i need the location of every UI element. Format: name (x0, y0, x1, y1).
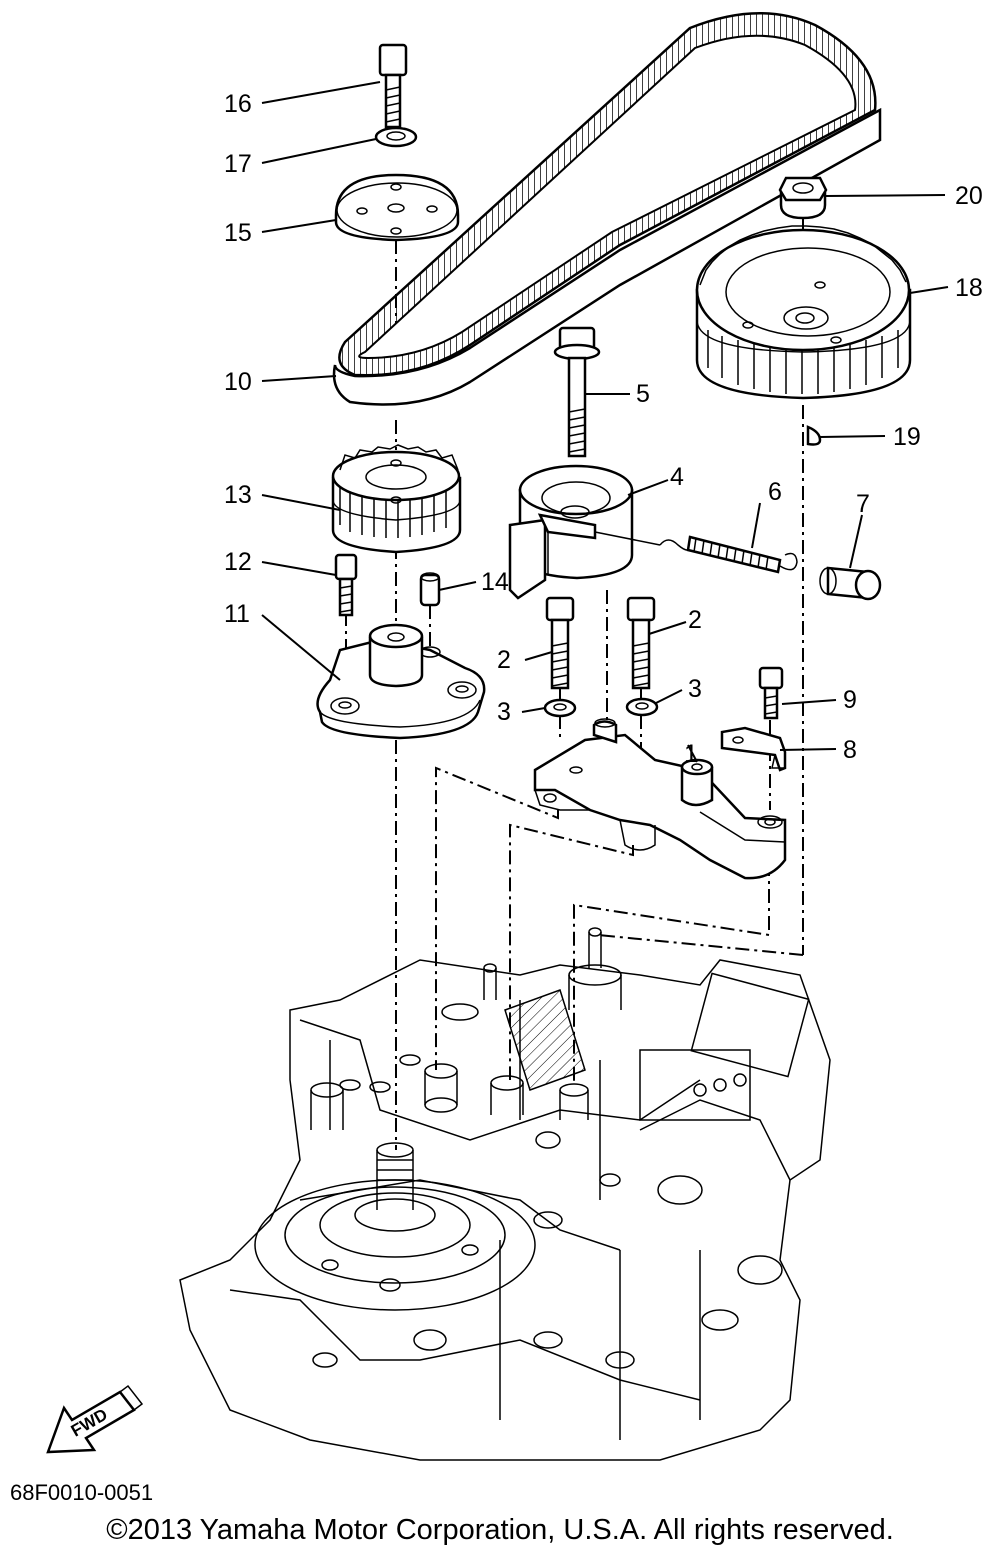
callout-10: 10 (224, 368, 252, 396)
callout-13: 13 (224, 481, 252, 509)
engine-block (179, 927, 831, 1461)
callout-5: 5 (636, 380, 650, 408)
nut-20 (778, 176, 828, 220)
callout-12: 12 (224, 548, 252, 576)
bolt-16 (378, 43, 408, 129)
bolt-9 (758, 666, 784, 720)
callout-labels: 1 2 2 3 3 4 5 6 7 8 9 10 11 12 13 14 15 … (224, 90, 983, 768)
callout-14: 14 (481, 568, 509, 596)
callout-11: 11 (224, 600, 250, 628)
pulley-18 (695, 225, 912, 400)
callout-3-right: 3 (688, 675, 702, 703)
washer-3-right (625, 697, 659, 717)
callout-2-left: 2 (497, 646, 511, 674)
callout-17: 17 (224, 150, 252, 178)
pin-14 (419, 572, 441, 607)
fwd-arrow: FWD (46, 1384, 144, 1454)
washer-17 (374, 126, 418, 148)
callout-16: 16 (224, 90, 252, 118)
callout-18: 18 (955, 274, 983, 302)
bolt-5 (553, 326, 601, 458)
crankshaft-end (254, 1142, 536, 1311)
callout-4: 4 (670, 463, 684, 491)
callout-19: 19 (893, 423, 921, 451)
pulley-13 (331, 444, 462, 554)
housing-11 (316, 623, 486, 740)
plate-8 (720, 726, 787, 772)
callout-7: 7 (856, 490, 870, 518)
callout-1: 1 (684, 740, 698, 768)
callout-6: 6 (768, 478, 782, 506)
bolt-2-left (545, 596, 575, 690)
callout-8: 8 (843, 736, 857, 764)
spring-6 (594, 531, 798, 574)
plate-15 (334, 173, 460, 242)
washer-3-left (543, 698, 577, 718)
key-19 (806, 425, 822, 446)
leader-lines (261, 81, 949, 763)
document-code: 68F0010-0051 (10, 1480, 154, 1505)
callout-15: 15 (224, 219, 252, 247)
bolt-2-right (626, 596, 656, 690)
timing-belt (332, 12, 882, 406)
bracket-1 (533, 718, 787, 880)
callout-3-left: 3 (497, 698, 511, 726)
bolt-12 (334, 553, 358, 617)
collar-7 (819, 566, 882, 601)
callout-20: 20 (955, 182, 983, 210)
callout-2-right: 2 (688, 606, 702, 634)
copyright-notice: ©2013 Yamaha Motor Corporation, U.S.A. A… (106, 1514, 894, 1546)
tensioner-4 (508, 464, 634, 600)
callout-9: 9 (843, 686, 857, 714)
